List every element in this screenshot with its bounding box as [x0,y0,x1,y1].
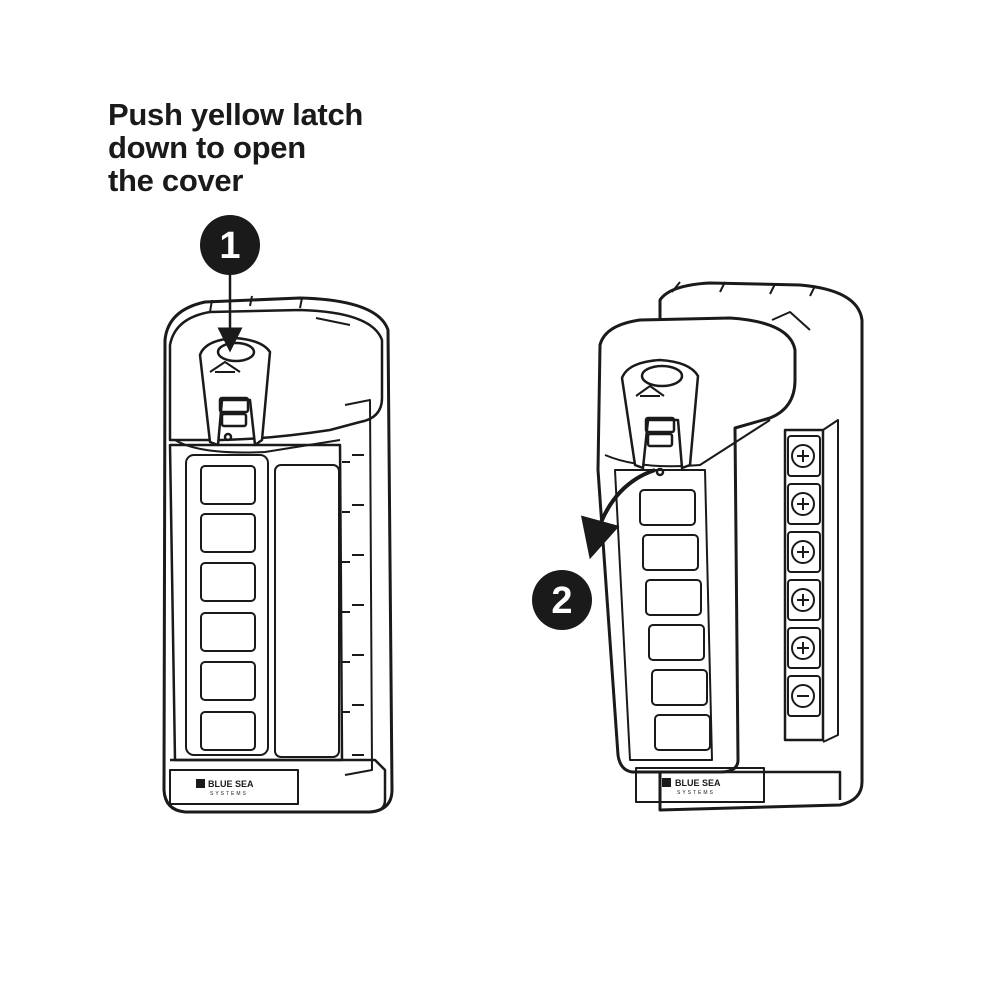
opening-brand-label: BLUE SEA [675,778,721,788]
closed-top-cap [168,308,384,442]
closed-brand-label: BLUE SEA [208,779,254,789]
step-1-badge [200,215,260,275]
step-2-badge [532,570,592,630]
step-2-number: 2 [551,580,572,622]
opening-brand-plate [635,767,765,803]
opening-terminals [787,435,821,717]
fuse-block-opening: BLUE SEA SYSTEMS [596,281,864,812]
instruction-text: Push yellow latch down to open the cover [108,98,363,197]
closed-subbrand-label: SYSTEMS [210,791,248,797]
step-1-number: 1 [219,225,240,267]
closed-side-terminals [342,399,373,776]
opening-brand-logo [662,778,671,787]
instruction-line-3: the cover [108,163,244,198]
fuse-block-closed: BLUE SEA SYSTEMS [162,295,394,814]
step-2-arrow [580,468,656,560]
instruction-line-1: Push yellow latch [108,97,364,132]
closed-brand-plate [169,769,299,805]
step-1-indicator: 1 [200,215,260,353]
opening-subbrand-label: SYSTEMS [677,790,715,796]
step-2-indicator: 2 [532,468,656,630]
closed-brand-logo [196,779,205,788]
closed-latch [198,336,272,447]
instruction-line-2: down to open [108,130,306,165]
closed-housing-outline [162,296,394,814]
